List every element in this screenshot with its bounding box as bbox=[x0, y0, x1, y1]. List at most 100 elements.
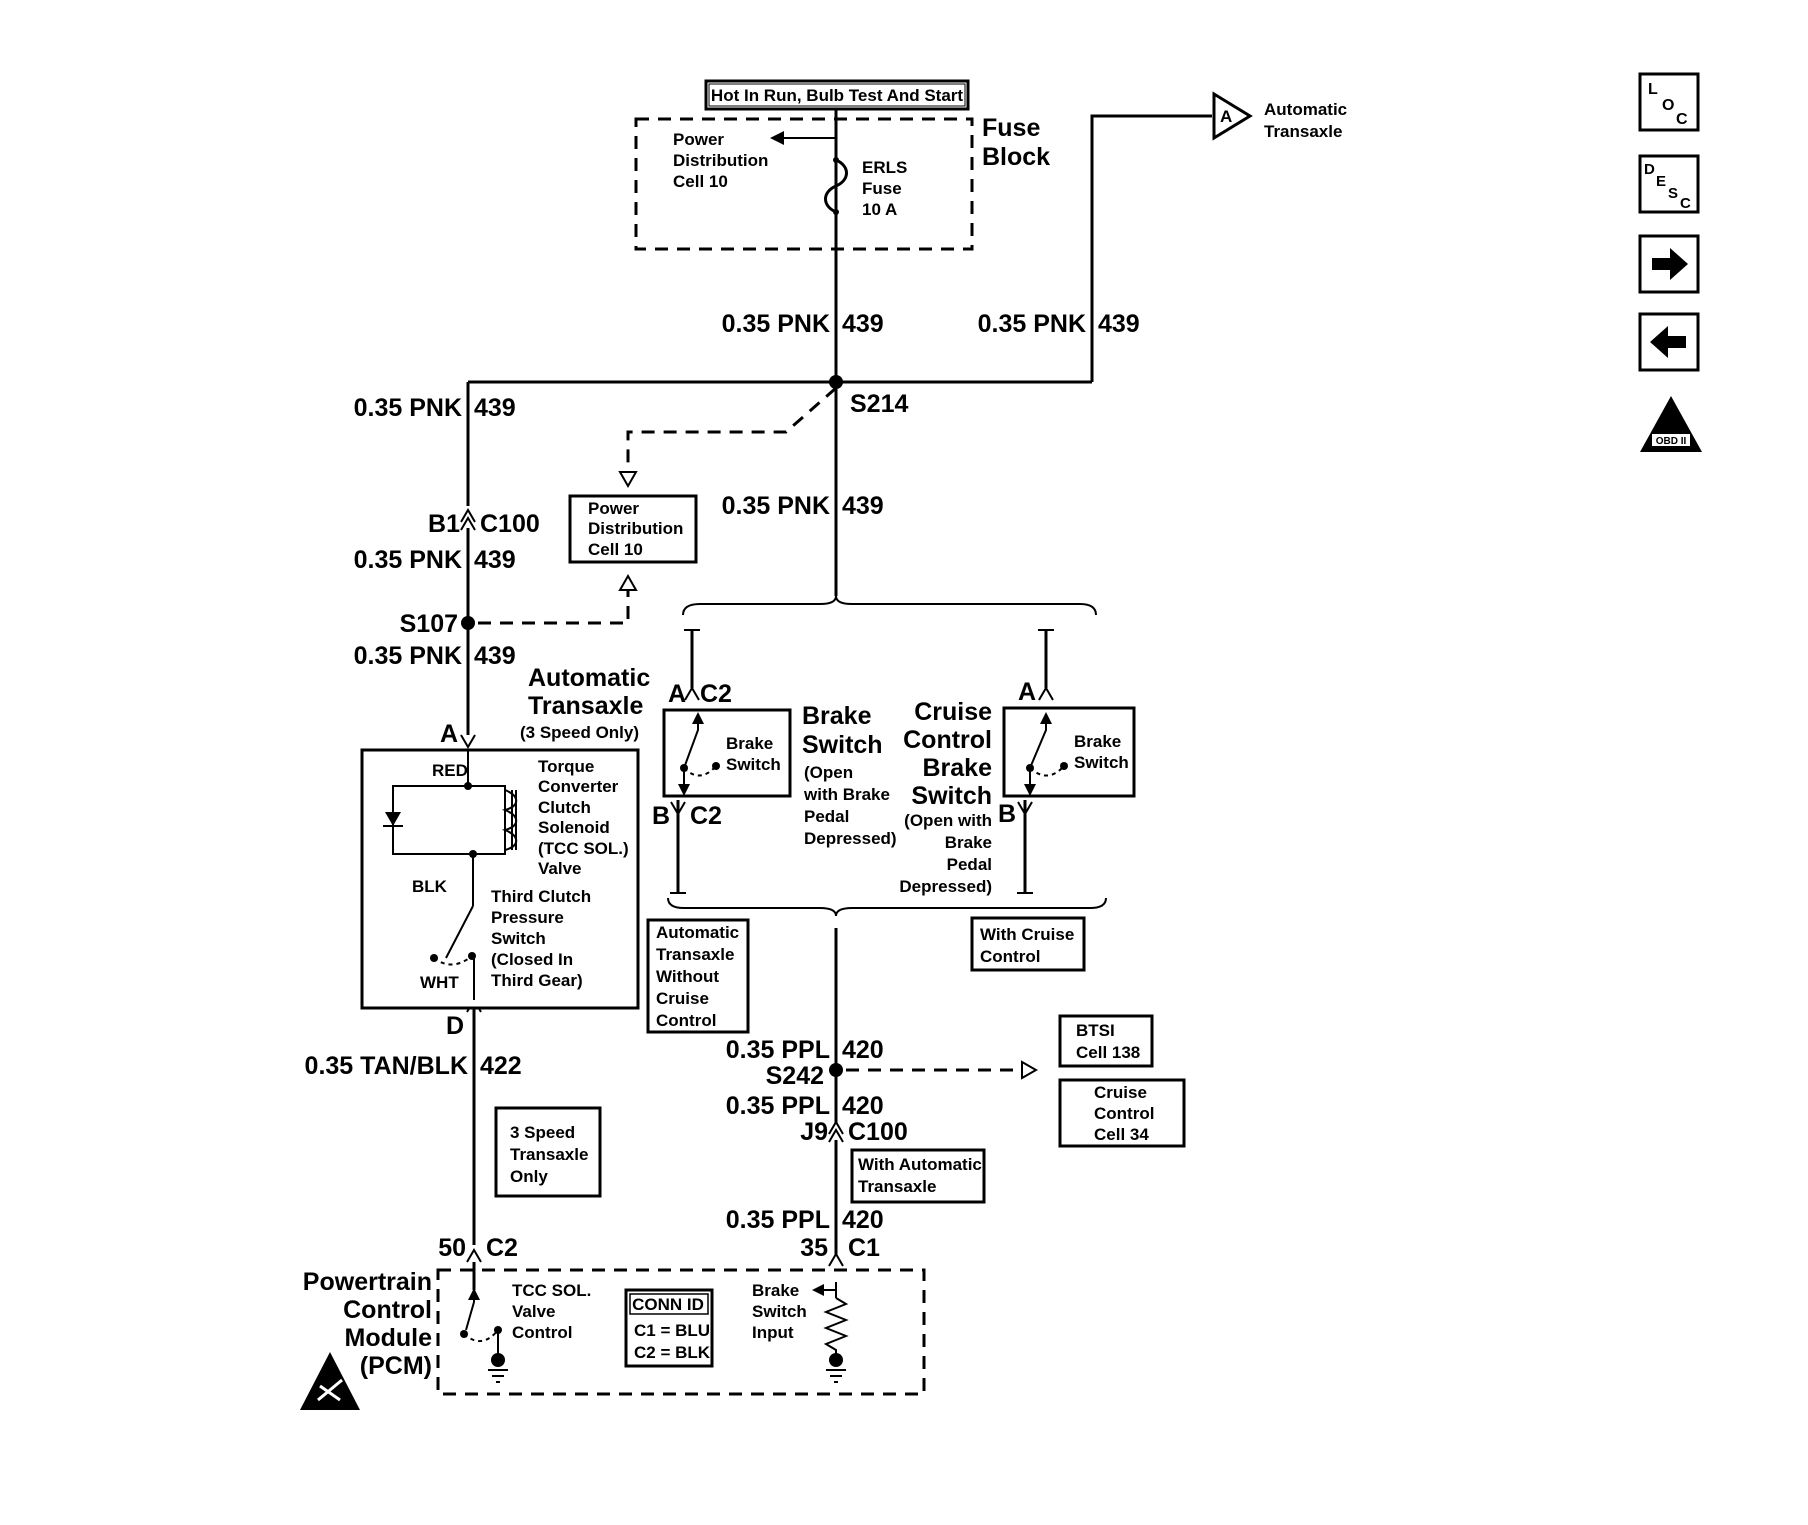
svg-text:A: A bbox=[1018, 678, 1036, 706]
svg-text:Transaxle: Transaxle bbox=[858, 1177, 936, 1196]
svg-text:Brake: Brake bbox=[945, 833, 992, 852]
svg-text:J9: J9 bbox=[800, 1118, 828, 1146]
svg-text:(Open: (Open bbox=[804, 763, 853, 782]
svg-text:Valve: Valve bbox=[538, 859, 582, 878]
svg-text:Brake: Brake bbox=[752, 1281, 799, 1300]
nav-desc-button[interactable]: D E S C bbox=[1638, 154, 1700, 214]
svg-text:Transaxle: Transaxle bbox=[1264, 122, 1342, 141]
nav-obd-button[interactable]: OBD II bbox=[1640, 396, 1702, 452]
svg-text:439: 439 bbox=[474, 394, 516, 422]
svg-text:0.35 PPL: 0.35 PPL bbox=[726, 1036, 830, 1064]
power-source-label: Hot In Run, Bulb Test And Start bbox=[704, 79, 970, 111]
svg-text:C2 = BLK: C2 = BLK bbox=[634, 1343, 711, 1362]
splice-labels: S214 S107 S242 bbox=[400, 390, 909, 1090]
svg-text:O: O bbox=[1662, 97, 1674, 114]
svg-text:TCC SOL.: TCC SOL. bbox=[512, 1281, 591, 1300]
svg-text:C100: C100 bbox=[480, 510, 540, 538]
svg-text:E: E bbox=[1656, 173, 1666, 190]
splice-s214-dot bbox=[829, 375, 843, 389]
svg-text:ERLS: ERLS bbox=[862, 158, 907, 177]
btsi-reference: BTSI Cell 138 bbox=[1058, 1014, 1154, 1068]
reference-triangle-icon bbox=[1212, 91, 1253, 141]
svg-text:0.35 PNK: 0.35 PNK bbox=[722, 492, 830, 520]
svg-text:Clutch: Clutch bbox=[538, 798, 591, 817]
resistor-icon bbox=[823, 1297, 849, 1356]
svg-text:Switch: Switch bbox=[911, 782, 992, 810]
arrow-right-icon bbox=[1652, 248, 1688, 280]
cruise-control-reference: Cruise Control Cell 34 bbox=[1058, 1078, 1186, 1148]
svg-text:(3 Speed Only): (3 Speed Only) bbox=[520, 723, 639, 742]
svg-text:Control: Control bbox=[980, 947, 1040, 966]
ground-icon bbox=[491, 1353, 505, 1367]
svg-text:35: 35 bbox=[800, 1234, 828, 1262]
svg-text:Cell 34: Cell 34 bbox=[1094, 1125, 1149, 1144]
svg-text:Control: Control bbox=[656, 1011, 716, 1030]
svg-text:Cell 10: Cell 10 bbox=[673, 172, 728, 191]
svg-text:C2: C2 bbox=[486, 1234, 518, 1262]
svg-text:Distribution: Distribution bbox=[673, 151, 768, 170]
svg-text:Switch: Switch bbox=[491, 929, 546, 948]
pcm: Powertrain Control Module (PCM) TCC SOL.… bbox=[300, 1268, 926, 1410]
cruise-control-brake-switch: Brake Switch Cruise Control Brake Switch… bbox=[899, 698, 1136, 896]
svg-text:BTSI: BTSI bbox=[1076, 1021, 1115, 1040]
nav-loc-button[interactable]: L O C bbox=[1638, 72, 1700, 132]
svg-text:(Open with: (Open with bbox=[904, 811, 992, 830]
dashed-references bbox=[478, 386, 1039, 1080]
svg-text:Transaxle: Transaxle bbox=[510, 1145, 588, 1164]
esd-warning-icon bbox=[300, 1352, 360, 1410]
wire-labels: 0.35 PNK 439 0.35 PNK 439 0.35 PNK 439 0… bbox=[305, 310, 1140, 1234]
svg-text:B: B bbox=[652, 802, 670, 830]
svg-text:C1: C1 bbox=[848, 1234, 880, 1262]
svg-text:Automatic: Automatic bbox=[528, 664, 650, 692]
nav-prev-button[interactable] bbox=[1638, 312, 1700, 372]
svg-text:0.35 TAN/BLK: 0.35 TAN/BLK bbox=[305, 1052, 468, 1080]
svg-text:3 Speed: 3 Speed bbox=[510, 1123, 575, 1142]
conn-id-table bbox=[624, 1288, 714, 1368]
svg-text:0.35 PNK: 0.35 PNK bbox=[354, 546, 462, 574]
svg-text:Depressed): Depressed) bbox=[804, 829, 897, 848]
svg-text:Solenoid: Solenoid bbox=[538, 818, 610, 837]
svg-text:Control: Control bbox=[903, 726, 992, 754]
svg-text:C2: C2 bbox=[700, 680, 732, 708]
option-with-automatic: With Automatic Transaxle bbox=[850, 1148, 986, 1204]
diode-icon bbox=[385, 812, 401, 826]
svg-text:0.35 PNK: 0.35 PNK bbox=[354, 642, 462, 670]
svg-text:Brake: Brake bbox=[923, 754, 993, 782]
svg-text:Control: Control bbox=[343, 1296, 432, 1324]
pressure-switch-icon bbox=[445, 905, 474, 959]
svg-text:WHT: WHT bbox=[420, 973, 459, 992]
svg-text:Cell 10: Cell 10 bbox=[588, 540, 643, 559]
svg-text:0.35 PPL: 0.35 PPL bbox=[726, 1092, 830, 1120]
svg-text:(TCC SOL.): (TCC SOL.) bbox=[538, 839, 629, 858]
svg-text:C1 = BLU: C1 = BLU bbox=[634, 1321, 710, 1340]
splice-s242-dot bbox=[829, 1063, 843, 1077]
svg-text:422: 422 bbox=[480, 1052, 522, 1080]
svg-text:0.35 PNK: 0.35 PNK bbox=[354, 394, 462, 422]
svg-text:Cruise: Cruise bbox=[656, 989, 709, 1008]
svg-text:Without: Without bbox=[656, 967, 719, 986]
svg-text:Pedal: Pedal bbox=[947, 855, 992, 874]
svg-text:RED: RED bbox=[432, 761, 468, 780]
svg-text:BLK: BLK bbox=[412, 877, 448, 896]
svg-text:Module: Module bbox=[345, 1324, 433, 1352]
svg-text:D: D bbox=[446, 1012, 464, 1040]
automatic-transaxle-reference: A Automatic Transaxle bbox=[1212, 91, 1347, 141]
svg-text:C2: C2 bbox=[690, 802, 722, 830]
arrow-left-icon bbox=[1650, 326, 1686, 358]
svg-text:420: 420 bbox=[842, 1092, 884, 1120]
svg-text:Block: Block bbox=[982, 143, 1050, 171]
svg-text:Brake: Brake bbox=[1074, 732, 1121, 751]
svg-text:Cell 138: Cell 138 bbox=[1076, 1043, 1140, 1062]
svg-text:Control: Control bbox=[1094, 1104, 1154, 1123]
svg-text:Switch: Switch bbox=[1074, 753, 1129, 772]
svg-text:S242: S242 bbox=[766, 1062, 824, 1090]
svg-text:S214: S214 bbox=[850, 390, 908, 418]
svg-text:Cruise: Cruise bbox=[1094, 1083, 1147, 1102]
svg-text:439: 439 bbox=[842, 492, 884, 520]
svg-text:Converter: Converter bbox=[538, 777, 619, 796]
svg-text:50: 50 bbox=[438, 1234, 466, 1262]
nav-next-button[interactable] bbox=[1638, 234, 1700, 294]
svg-text:Only: Only bbox=[510, 1167, 548, 1186]
svg-text:C: C bbox=[1676, 111, 1688, 128]
svg-text:with Brake: with Brake bbox=[803, 785, 890, 804]
